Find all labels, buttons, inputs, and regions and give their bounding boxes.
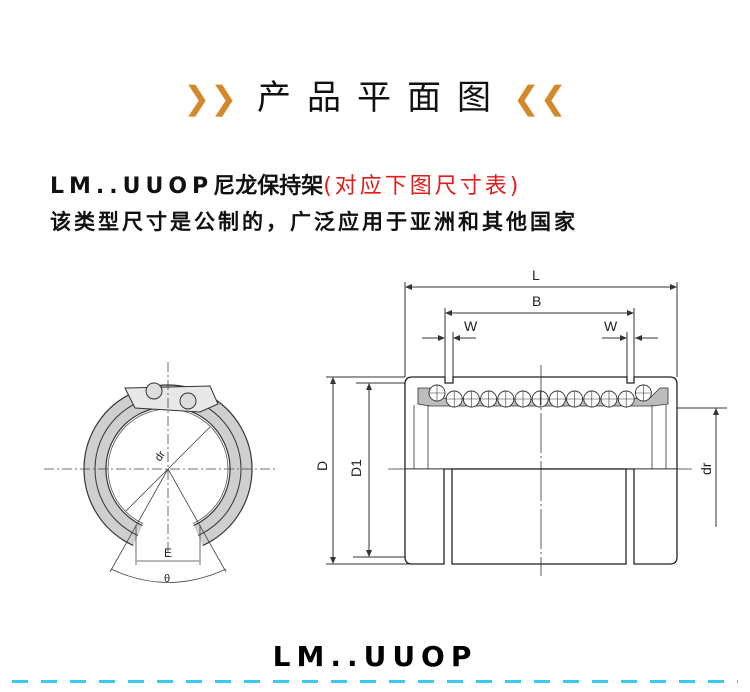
l-label: L bbox=[532, 267, 540, 283]
ball-cross bbox=[549, 391, 566, 407]
end-bore-label: dr bbox=[153, 449, 169, 464]
end-view-diagram: dr E θ bbox=[44, 362, 278, 585]
model-description: LM..UUOP尼龙保持架(对应下图尺寸表) bbox=[50, 168, 521, 200]
ball-cross bbox=[480, 391, 497, 407]
ball-cage bbox=[124, 382, 219, 413]
chevron-left-icon: ❮❮ bbox=[513, 79, 567, 117]
size-table-note: (对应下图尺寸表) bbox=[323, 174, 522, 199]
ball-cross bbox=[532, 391, 549, 407]
d1-label: D1 bbox=[348, 459, 364, 477]
ball-cross bbox=[515, 391, 531, 407]
ball-cross bbox=[446, 391, 463, 407]
ball-cross bbox=[618, 391, 635, 407]
ball-cross bbox=[463, 391, 480, 407]
ball-cross bbox=[497, 391, 514, 407]
chevron-right-icon: ❯❯ bbox=[183, 79, 237, 117]
ball-cross bbox=[583, 391, 600, 407]
section-title-text: 产品平面图 bbox=[257, 78, 507, 118]
dr-label: dr bbox=[698, 462, 714, 475]
ball-cross bbox=[601, 391, 617, 407]
ball-row bbox=[428, 384, 652, 408]
theta-arc bbox=[110, 568, 227, 583]
ball-cross bbox=[635, 385, 652, 401]
theta-label: θ bbox=[164, 573, 170, 585]
metric-note: 该类型尺寸是公制的，广泛应用于亚洲和其他国家 bbox=[50, 210, 578, 234]
b-label: B bbox=[532, 293, 541, 309]
side-view-diagram: L B W W D D1 dr bbox=[314, 267, 727, 576]
e-label: E bbox=[164, 546, 172, 560]
w-right-label: W bbox=[604, 318, 618, 334]
dashed-divider bbox=[12, 680, 738, 683]
w-left-label: W bbox=[464, 318, 478, 334]
cage-type: 尼龙保持架 bbox=[213, 174, 324, 199]
section-title: ❯❯ 产品平面图❮❮ bbox=[0, 70, 750, 119]
model-code: LM..UUOP bbox=[50, 174, 214, 199]
d-label: D bbox=[314, 461, 330, 471]
ball-cross bbox=[566, 391, 583, 407]
model-caption: LM..UUOP bbox=[272, 640, 478, 673]
ball-cross bbox=[429, 385, 445, 401]
